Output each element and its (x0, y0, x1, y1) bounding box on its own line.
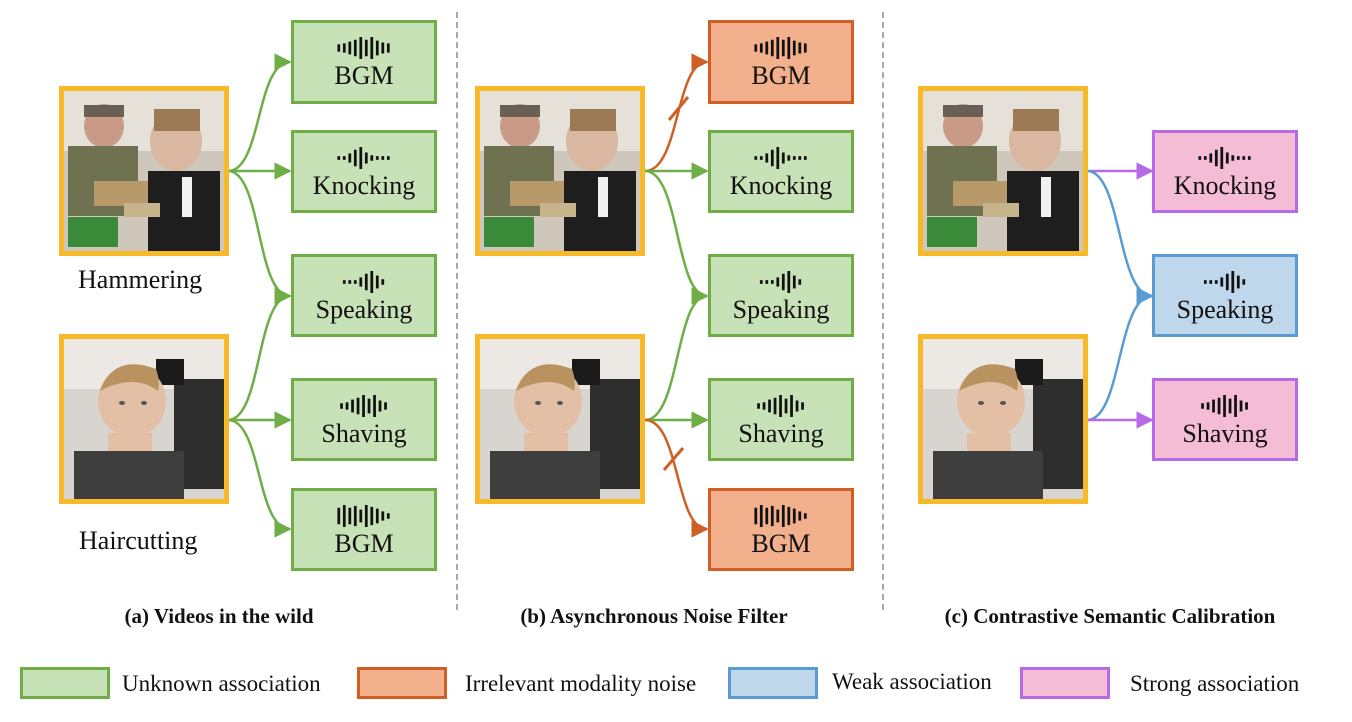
audio-box-label: Shaving (321, 419, 407, 448)
connector-b-speaking-bottom (644, 287, 709, 422)
audio-box-knocking: Knocking (708, 130, 854, 213)
legend-swatch-strong (1020, 667, 1110, 699)
audio-box-label: Shaving (1182, 419, 1268, 448)
connector-c-speaking-weak-top (1086, 169, 1154, 305)
audio-box-bgm: BGM (708, 20, 854, 104)
connector-c-speaking-weak-bottom (1086, 287, 1154, 422)
cut-mark-icon (667, 96, 690, 121)
video-thumbnail-hammering (475, 86, 645, 256)
audio-waveform-icon (759, 271, 802, 293)
audio-waveform-icon (342, 271, 385, 293)
cut-mark-icon (662, 447, 685, 471)
connector-hammering-speaking (227, 169, 292, 305)
audio-box-shaving: Shaving (291, 378, 437, 461)
legend-label: Strong association (1130, 671, 1300, 696)
video-thumbnail-hammering (59, 86, 229, 256)
audio-box-label: Shaving (738, 419, 824, 448)
connector-hammering-bgm (227, 53, 292, 173)
audio-box-label: Speaking (315, 295, 413, 324)
haircutting-scene-image (64, 339, 224, 499)
audio-waveform-icon (337, 147, 390, 169)
connector-haircutting-bgm (227, 418, 292, 538)
audio-box-label: Speaking (732, 295, 830, 324)
hammering-scene-image (64, 91, 224, 251)
audio-box-bgm: BGM (708, 488, 854, 571)
audio-waveform-icon (1198, 147, 1251, 169)
audio-box-speaking: Speaking (708, 254, 854, 337)
hammering-scene-image (480, 91, 640, 251)
audio-box-label: Knocking (312, 171, 416, 200)
audio-waveform-icon (1203, 271, 1246, 293)
panel-a-connectors (227, 53, 292, 538)
audio-waveform-icon (337, 37, 390, 59)
audio-waveform-icon (337, 505, 390, 527)
hammering-scene-image (923, 91, 1083, 251)
audio-box-label: Speaking (1176, 295, 1274, 324)
audio-box-knocking: Knocking (1152, 130, 1298, 213)
video-caption-hammering: Hammering (78, 265, 203, 294)
audio-box-label: BGM (334, 61, 394, 90)
legend-swatch-unknown (20, 667, 110, 699)
connector-haircutting-speaking (227, 287, 292, 422)
audio-box-bgm: BGM (291, 488, 437, 571)
panel-b-connectors (644, 53, 709, 538)
audio-waveform-icon (1201, 395, 1248, 417)
legend-label: Unknown association (122, 671, 321, 696)
legend-swatch-noise (357, 667, 447, 699)
audio-box-knocking: Knocking (291, 130, 437, 213)
audio-box-label: Knocking (729, 171, 833, 200)
panel-title: (a) Videos in the wild (124, 604, 314, 628)
panel-divider-1 (456, 12, 458, 610)
audio-box-shaving: Shaving (1152, 378, 1298, 461)
audio-box-label: Knocking (1173, 171, 1277, 200)
audio-waveform-icon (340, 395, 387, 417)
haircutting-scene-image (480, 339, 640, 499)
audio-box-speaking: Speaking (1152, 254, 1298, 337)
video-caption-haircutting: Haircutting (79, 526, 198, 555)
audio-box-label: BGM (334, 529, 394, 558)
audio-box-bgm: BGM (291, 20, 437, 104)
connector-b-noise-bottom (644, 418, 709, 538)
panel-title: (b) Asynchronous Noise Filter (520, 604, 788, 628)
audio-waveform-icon (757, 395, 804, 417)
connector-b-speaking-top (644, 169, 709, 305)
panel-divider-2 (882, 12, 884, 610)
audio-box-label: BGM (751, 61, 811, 90)
video-thumbnail-hammering (918, 86, 1088, 256)
legend-label: Weak association (832, 669, 992, 694)
legend-label: Irrelevant modality noise (465, 671, 697, 696)
panel-title: (c) Contrastive Semantic Calibration (944, 604, 1276, 628)
video-thumbnail-haircutting (475, 334, 645, 504)
audio-box-label: BGM (751, 529, 811, 558)
audio-waveform-icon (754, 37, 807, 59)
audio-waveform-icon (754, 147, 807, 169)
video-thumbnail-haircutting (59, 334, 229, 504)
connector-b-noise-top (644, 53, 709, 173)
audio-box-speaking: Speaking (291, 254, 437, 337)
legend-swatch-weak (728, 667, 818, 699)
panel-c-connectors (1086, 162, 1154, 429)
audio-waveform-icon (754, 505, 807, 527)
haircutting-scene-image (923, 339, 1083, 499)
audio-box-shaving: Shaving (708, 378, 854, 461)
video-thumbnail-haircutting (918, 334, 1088, 504)
